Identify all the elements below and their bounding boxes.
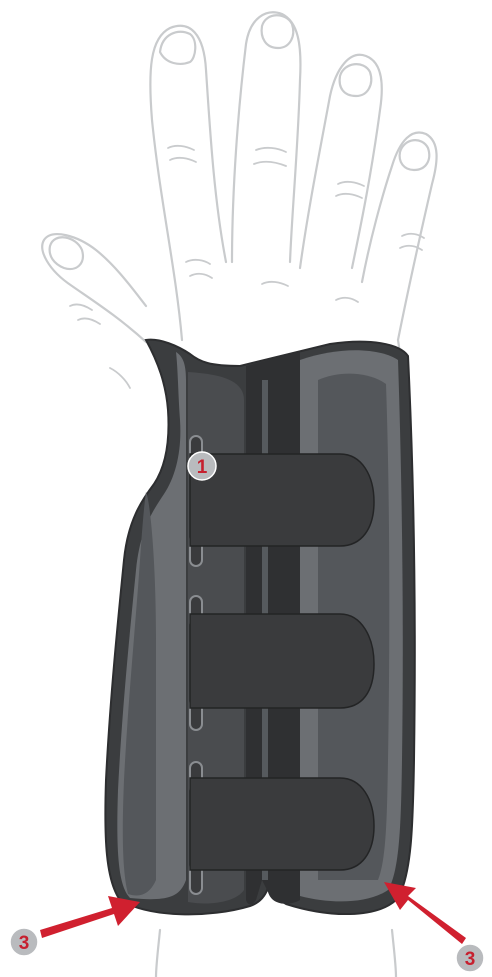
callout-3-left: 3 xyxy=(10,896,140,956)
wrist-brace xyxy=(105,340,414,915)
nail-middle xyxy=(262,15,294,48)
nail-little xyxy=(400,140,430,170)
callout-1: 1 xyxy=(188,452,216,480)
strap-middle xyxy=(190,614,374,708)
forearm-left xyxy=(156,930,160,977)
strap-bottom xyxy=(190,778,374,870)
strap-top xyxy=(190,454,374,546)
callout-label-1: 1 xyxy=(197,457,208,478)
forearm-right xyxy=(392,930,396,977)
callout-3-right: 3 xyxy=(384,882,484,972)
index-finger xyxy=(150,26,226,340)
arrow-right xyxy=(384,882,466,944)
callout-label-3-left: 3 xyxy=(19,933,30,954)
middle-finger xyxy=(232,12,300,262)
callout-label-3-right: 3 xyxy=(465,949,476,970)
nail-ring xyxy=(340,64,372,96)
straps xyxy=(190,454,374,870)
arrow-left xyxy=(40,896,140,938)
